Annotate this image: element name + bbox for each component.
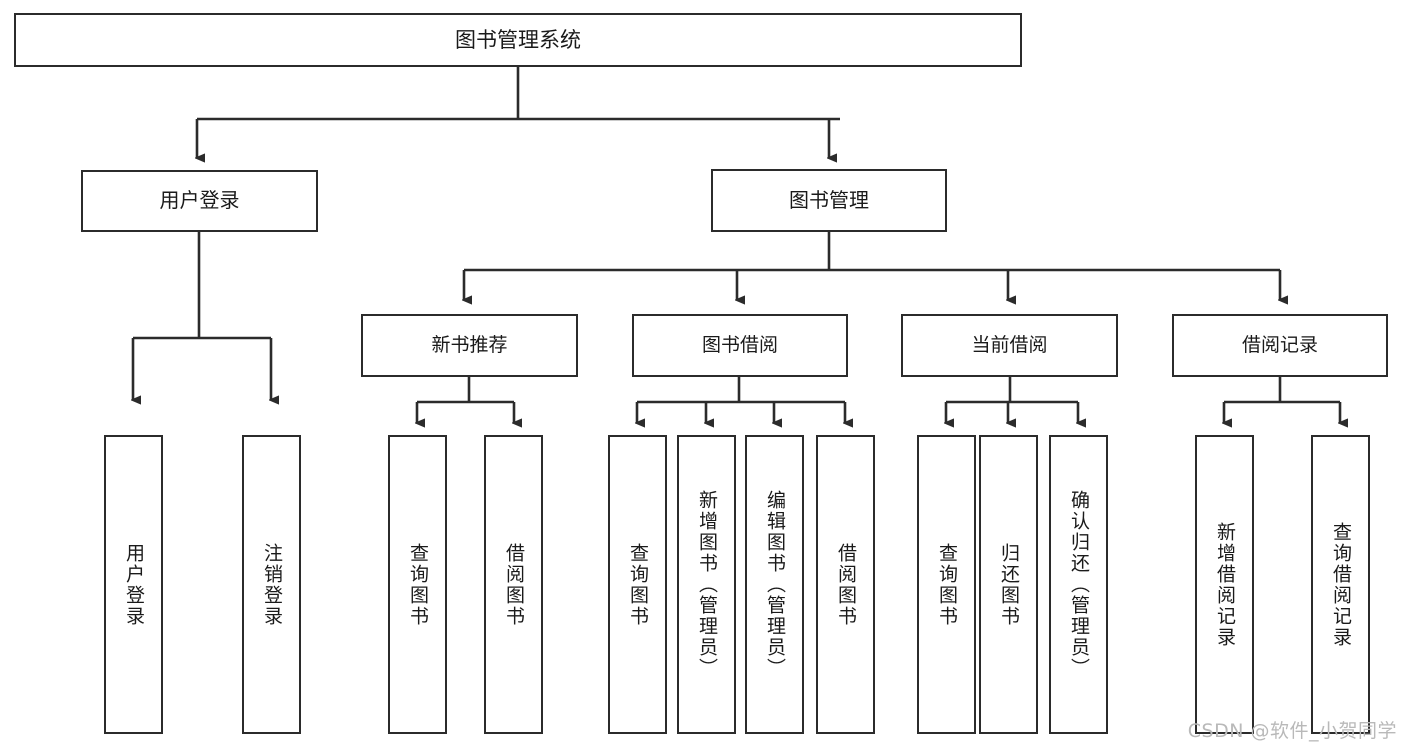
node-label: 新增图书（管理员） — [696, 490, 718, 679]
node-label: 当前借阅 — [971, 334, 1048, 357]
leaf-add-book-admin[interactable]: 新增图书（管理员） — [677, 435, 736, 734]
node-label: 图书借阅 — [701, 334, 778, 357]
node-user-login[interactable]: 用户登录 — [81, 170, 318, 232]
node-label: 查询图书 — [627, 542, 649, 627]
leaf-return-books[interactable]: 归还图书 — [979, 435, 1038, 734]
node-label: 图书管理 — [789, 187, 869, 212]
node-label: 查询借阅记录 — [1330, 521, 1352, 648]
node-label: 用户登录 — [123, 542, 145, 627]
node-label: 新书推荐 — [431, 334, 508, 357]
node-label: 确认归还（管理员） — [1068, 490, 1090, 679]
node-borrowing-records[interactable]: 借阅记录 — [1172, 314, 1388, 377]
node-new-book-recommendation[interactable]: 新书推荐 — [361, 314, 578, 377]
node-label: 借阅图书 — [835, 542, 857, 627]
node-book-borrowing[interactable]: 图书借阅 — [632, 314, 848, 377]
node-label: 用户登录 — [159, 188, 240, 213]
leaf-edit-book-admin[interactable]: 编辑图书（管理员） — [745, 435, 804, 734]
node-book-management[interactable]: 图书管理 — [711, 169, 947, 232]
leaf-query-borrow-record[interactable]: 查询借阅记录 — [1311, 435, 1370, 734]
node-label: 查询图书 — [407, 542, 429, 627]
leaf-query-books-borrowing[interactable]: 查询图书 — [608, 435, 667, 734]
node-label: 图书管理系统 — [455, 27, 581, 52]
leaf-query-books-current[interactable]: 查询图书 — [917, 435, 976, 734]
node-label: 归还图书 — [998, 542, 1020, 627]
node-label: 查询图书 — [936, 542, 958, 627]
node-current-borrowing[interactable]: 当前借阅 — [901, 314, 1118, 377]
node-label: 编辑图书（管理员） — [764, 490, 786, 679]
leaf-confirm-return-admin[interactable]: 确认归还（管理员） — [1049, 435, 1108, 734]
node-root-book-management-system[interactable]: 图书管理系统 — [14, 13, 1022, 67]
node-label: 注销登录 — [261, 542, 283, 627]
leaf-add-borrow-record[interactable]: 新增借阅记录 — [1195, 435, 1254, 734]
node-label: 借阅记录 — [1241, 334, 1318, 357]
leaf-borrow-books-borrowing[interactable]: 借阅图书 — [816, 435, 875, 734]
leaf-query-books-recommendation[interactable]: 查询图书 — [388, 435, 447, 734]
node-label: 新增借阅记录 — [1214, 521, 1236, 648]
leaf-user-login[interactable]: 用户登录 — [104, 435, 163, 734]
node-label: 借阅图书 — [503, 542, 525, 627]
leaf-logout[interactable]: 注销登录 — [242, 435, 301, 734]
leaf-borrow-books-recommendation[interactable]: 借阅图书 — [484, 435, 543, 734]
